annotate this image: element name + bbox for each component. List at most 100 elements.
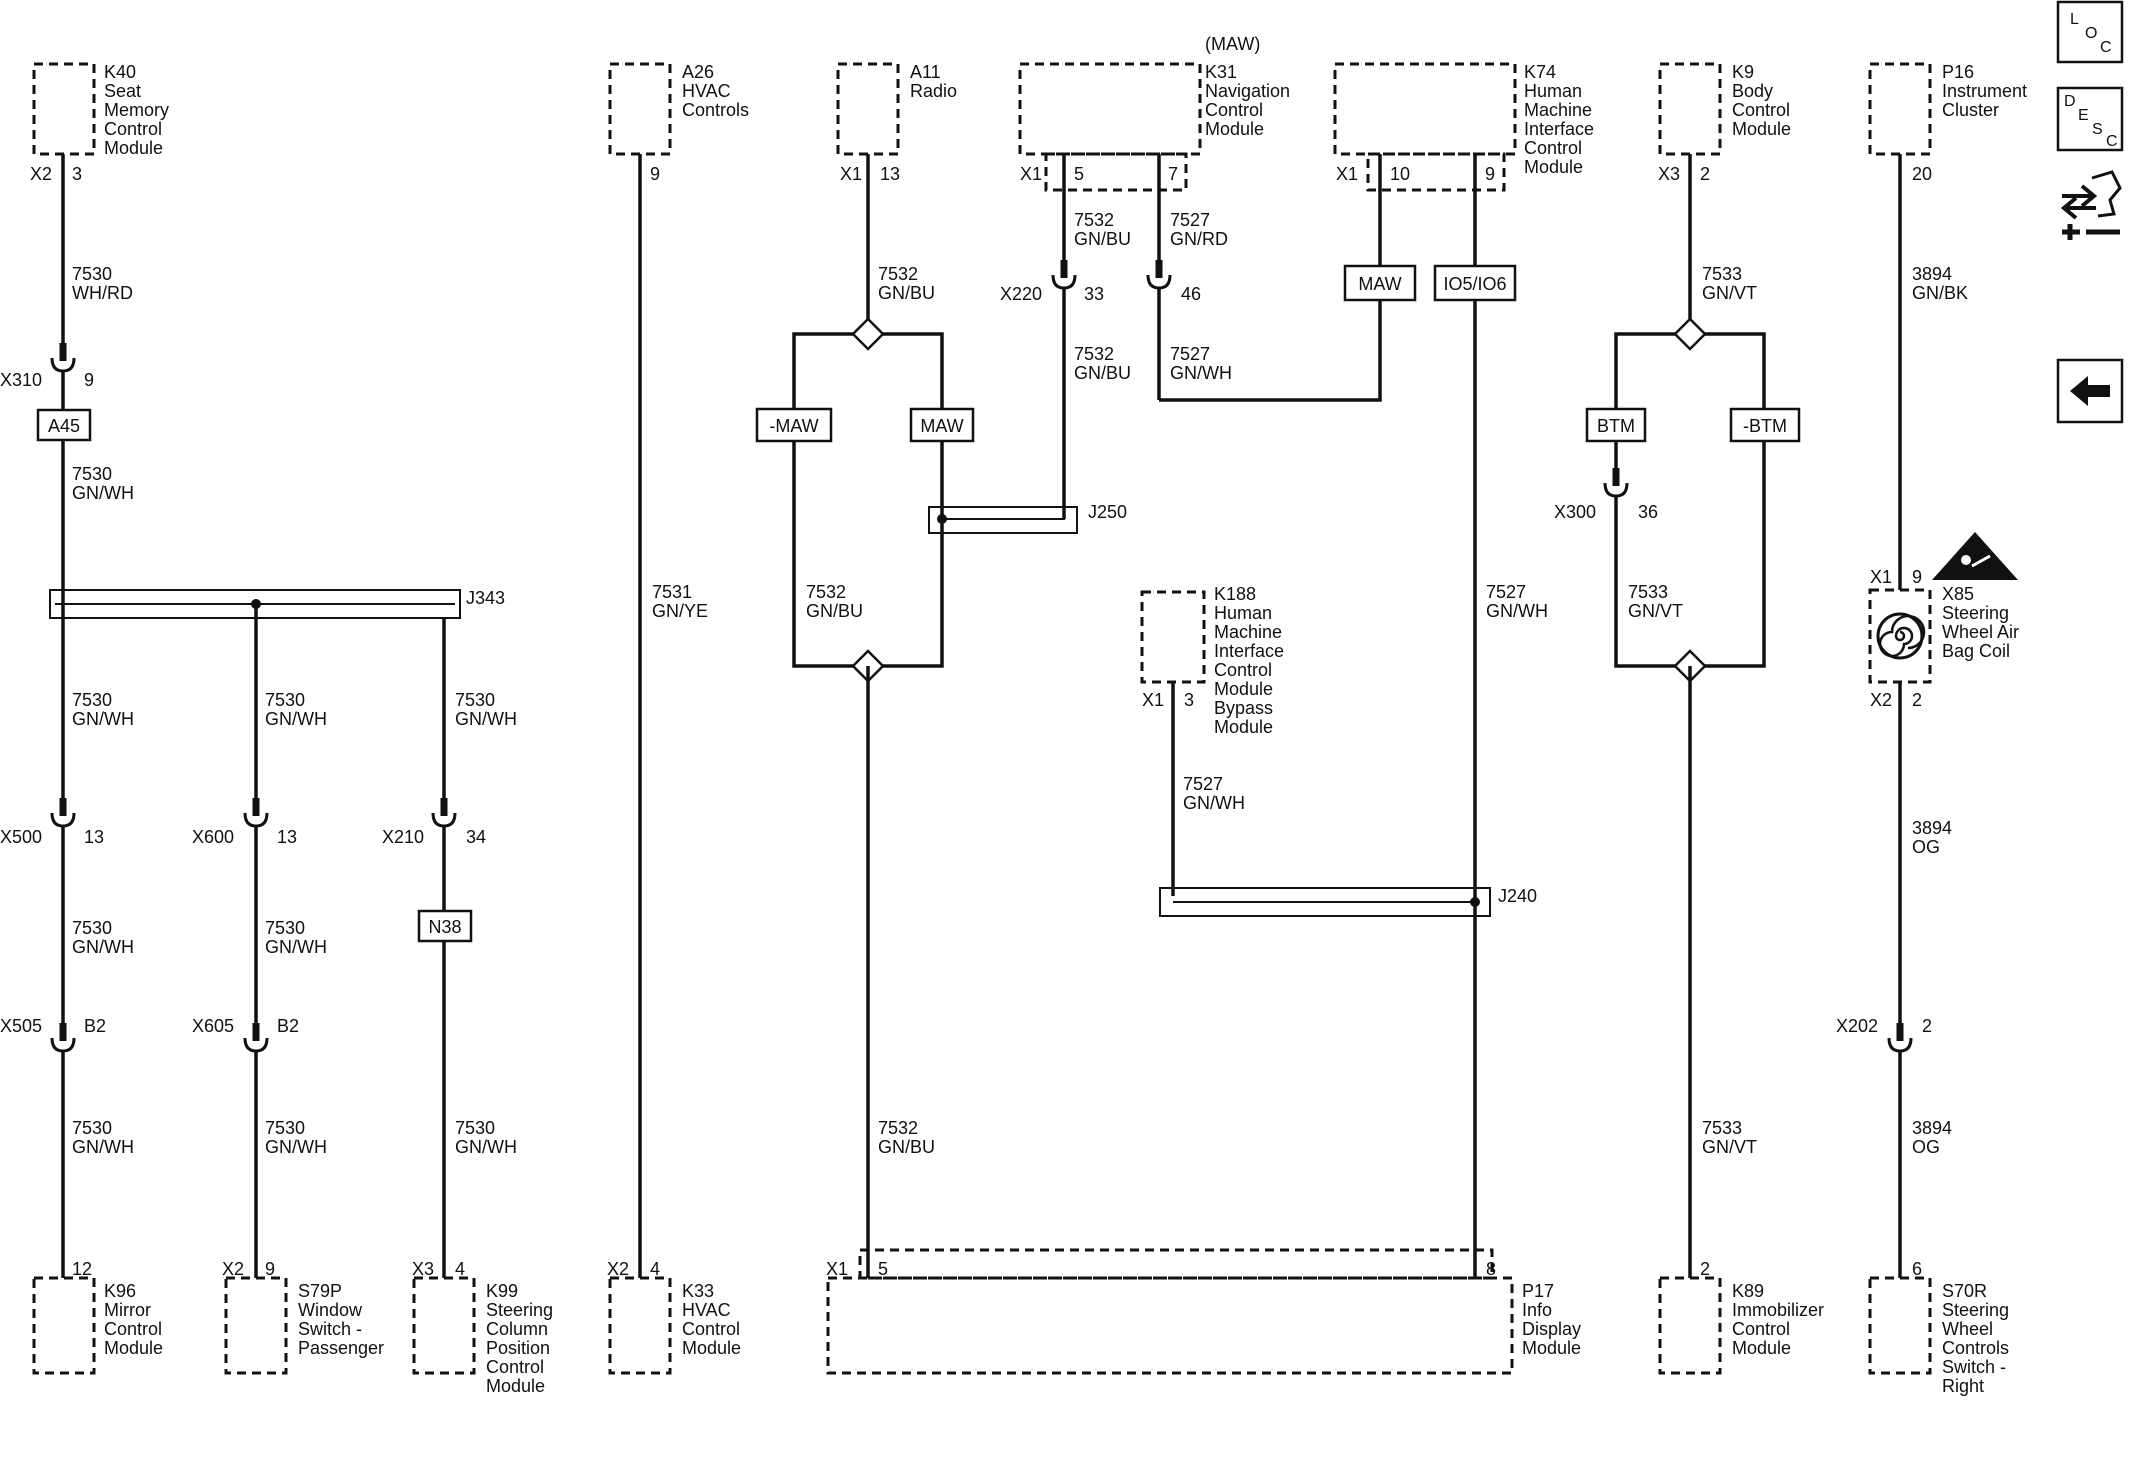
wire-number: 7530	[455, 1118, 495, 1138]
k40-module: K40 Seat Memory Control Module X2 3	[30, 62, 169, 184]
k31-pin: 7	[1168, 164, 1178, 184]
k74-label: Machine	[1524, 100, 1592, 120]
k31-module: (MAW) K31 Navigation Control Module X1 5…	[1018, 34, 1290, 192]
k40-label: Seat	[104, 81, 141, 101]
airbag-warning-icon	[1932, 532, 2018, 580]
k188-pin: 3	[1184, 690, 1194, 710]
x85-module: X1 9 X85 Steering Wheel Air Bag Coil X2 …	[1868, 567, 2019, 710]
splice-label: J343	[466, 588, 505, 608]
connector-name: X210	[382, 827, 424, 847]
back-button[interactable]	[2056, 358, 2124, 424]
option-label: A45	[48, 416, 80, 436]
k99-label: Position	[486, 1338, 550, 1358]
k89-module: 2 K89 Immobilizer Control Module	[1658, 1259, 1824, 1375]
j240-splice: J240	[1159, 886, 1537, 917]
x310-connector-icon	[50, 341, 76, 373]
wire-color: GN/WH	[1486, 601, 1548, 621]
wire-number: 7527	[1170, 344, 1210, 364]
x220-connector-icon	[1146, 258, 1172, 290]
k9-id: K9	[1732, 62, 1754, 82]
wire-number: 7527	[1486, 582, 1526, 602]
wire-color: GN/WH	[1183, 793, 1245, 813]
wire-color: WH/RD	[72, 283, 133, 303]
wire-color: GN/VT	[1628, 601, 1683, 621]
connector-name: X220	[1000, 284, 1042, 304]
option-label: -MAW	[769, 416, 818, 436]
x300-connector-icon	[1603, 466, 1629, 498]
connector-end-view-icon[interactable]	[2060, 170, 2122, 240]
k96-label: Control	[104, 1319, 162, 1339]
wire-number: 7533	[1702, 1118, 1742, 1138]
k31-label: Control	[1205, 100, 1263, 120]
k33-id: K33	[682, 1281, 714, 1301]
splice-label: J250	[1088, 502, 1127, 522]
wire-number: 7532	[1074, 210, 1114, 230]
k33-module: X2 4 K33 HVAC Control Module	[607, 1259, 741, 1375]
wire-7533-circuit	[1614, 441, 1766, 668]
x202-connector-icon	[1887, 1021, 1913, 1053]
s70r-label: Right	[1942, 1376, 1984, 1396]
wire-number: 7533	[1628, 582, 1668, 602]
k40-label: Module	[104, 138, 163, 158]
p16-module: P16 Instrument Cluster 20	[1868, 62, 2027, 184]
wire-color: GN/VT	[1702, 283, 1757, 303]
connector-pin: 46	[1181, 284, 1201, 304]
k33-pin: 4	[650, 1259, 660, 1279]
a26-pin: 9	[650, 164, 660, 184]
x605-connector-icon	[243, 1021, 269, 1053]
connector-pin: 36	[1638, 502, 1658, 522]
option-split-icon	[851, 317, 885, 351]
k96-id: K96	[104, 1281, 136, 1301]
wire-color: GN/WH	[455, 709, 517, 729]
loc-button[interactable]: L O C	[2056, 0, 2124, 64]
k99-label: Steering	[486, 1300, 553, 1320]
p17-label: Display	[1522, 1319, 1581, 1339]
k96-label: Module	[104, 1338, 163, 1358]
wire-color: GN/BU	[806, 601, 863, 621]
k31-label: Module	[1205, 119, 1264, 139]
k89-label: Immobilizer	[1732, 1300, 1824, 1320]
wire-number: 7527	[1183, 774, 1223, 794]
p16-pin: 20	[1912, 164, 1932, 184]
k40-connector: X2	[30, 164, 52, 184]
x600-connector-icon	[243, 796, 269, 828]
back-arrow-icon	[2070, 376, 2110, 406]
a11-label: Radio	[910, 81, 957, 101]
wire-number: 7530	[455, 690, 495, 710]
wire-color: GN/WH	[265, 937, 327, 957]
k74-label: Human	[1524, 81, 1582, 101]
s70r-label: Switch -	[1942, 1357, 2006, 1377]
wire-number: 7531	[652, 582, 692, 602]
wire-number: 7530	[72, 690, 112, 710]
desc-letter: S	[2092, 121, 2103, 138]
s70r-label: Wheel	[1942, 1319, 1993, 1339]
wire-number: 7530	[72, 1118, 112, 1138]
option-label: MAW	[920, 416, 963, 436]
x85-pin: 9	[1912, 567, 1922, 587]
btm-option-box	[1585, 407, 1647, 443]
k33-connector: X2	[607, 1259, 629, 1279]
option-label: IO5/IO6	[1443, 274, 1506, 294]
connector-pin: 33	[1084, 284, 1104, 304]
connector-pin: B2	[277, 1016, 299, 1036]
s79p-label: Window	[298, 1300, 363, 1320]
wire-number: 3894	[1912, 818, 1952, 838]
desc-button[interactable]: D E S C	[2056, 86, 2124, 152]
k99-label: Control	[486, 1357, 544, 1377]
k9-label: Control	[1732, 100, 1790, 120]
wire-number: 7527	[1170, 210, 1210, 230]
x85-id: X85	[1942, 584, 1974, 604]
wire-color: OG	[1912, 1137, 1940, 1157]
option-label: BTM	[1597, 416, 1635, 436]
wire-number: 3894	[1912, 1118, 1952, 1138]
wire-7532-circuit	[792, 441, 944, 668]
wire-color: GN/WH	[1170, 363, 1232, 383]
k188-label: Interface	[1214, 641, 1284, 661]
k74-label: Module	[1524, 157, 1583, 177]
k96-pin: 12	[72, 1259, 92, 1279]
k31-pin: 5	[1074, 164, 1084, 184]
wire-color: GN/BK	[1912, 283, 1968, 303]
k74-module: K74 Human Machine Interface Control Modu…	[1333, 62, 1594, 192]
desc-letter: D	[2064, 93, 2076, 110]
wire-number: 7532	[878, 264, 918, 284]
